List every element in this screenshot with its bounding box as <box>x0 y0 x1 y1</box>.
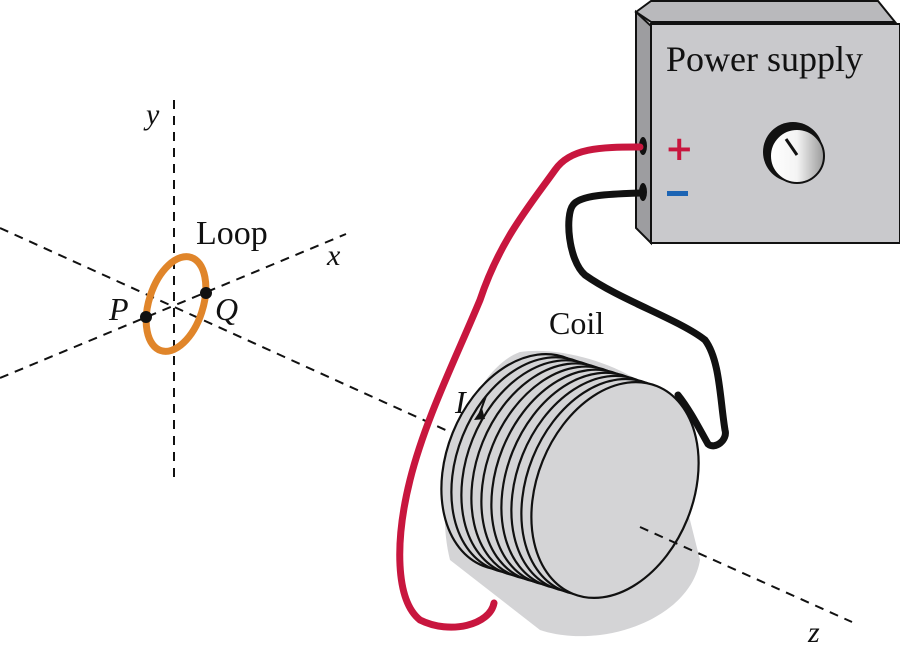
point-q-label: Q <box>215 291 238 327</box>
point-q-marker <box>200 287 212 299</box>
current-label: I <box>454 384 467 420</box>
loop-label: Loop <box>196 215 268 252</box>
y-axis-label: y <box>143 98 160 131</box>
current-arrow-icon <box>474 408 485 420</box>
knob[interactable] <box>769 128 825 184</box>
coil-label: Coil <box>549 305 604 341</box>
plus-sign: + <box>665 129 694 169</box>
point-p-marker <box>140 311 152 323</box>
coil-front-face <box>530 381 700 599</box>
power-supply-side <box>635 9 652 246</box>
x-axis <box>0 233 347 379</box>
positive-wire <box>396 143 644 631</box>
power-supply-label: Power supply <box>666 39 863 79</box>
negative-wire <box>565 189 729 450</box>
current-loop <box>142 253 210 355</box>
coil <box>440 350 701 637</box>
minus-sign <box>667 191 688 196</box>
x-axis-label: x <box>326 239 341 272</box>
z-axis-on-coil <box>639 526 701 555</box>
power-supply-top <box>634 0 898 23</box>
point-p-label: P <box>108 291 129 327</box>
power-supply: Power supply + <box>634 0 900 246</box>
z-axis-label: z <box>807 616 820 648</box>
knob-indicator <box>784 138 799 156</box>
z-axis-near <box>0 227 451 433</box>
